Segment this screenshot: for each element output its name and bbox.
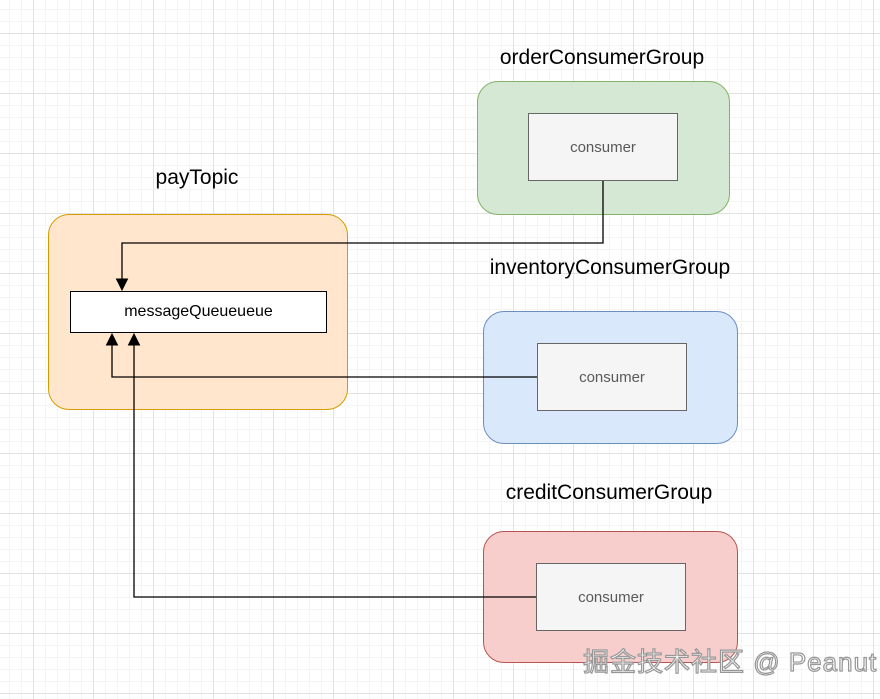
order-consumer-group-title: orderConsumerGroup	[499, 46, 705, 69]
credit-consumer-group-title: creditConsumerGroup	[505, 481, 713, 504]
message-queue-box: messageQueueueue	[70, 291, 327, 333]
pay-topic-title: payTopic	[155, 166, 239, 189]
watermark-text: 掘金技术社区 @ Peanut	[582, 646, 878, 677]
order-consumer-box: consumer	[528, 113, 678, 181]
inventory-consumer-box: consumer	[537, 343, 687, 411]
inventory-consumer-group-title: inventoryConsumerGroup	[489, 256, 731, 279]
credit-consumer-box: consumer	[536, 563, 686, 631]
